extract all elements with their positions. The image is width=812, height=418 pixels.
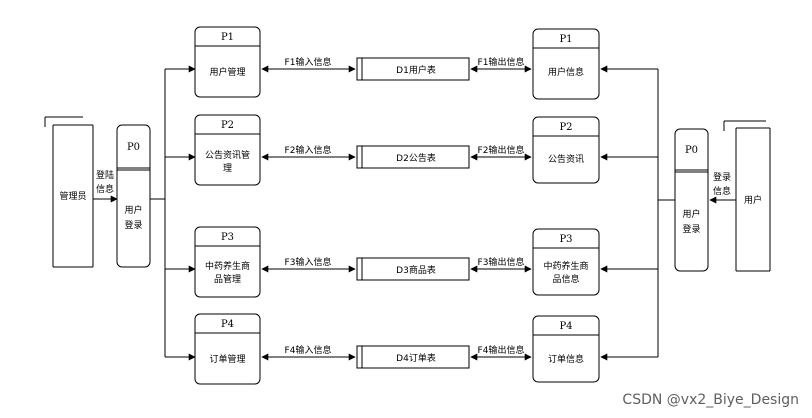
- left-process-p4-label: 订单管理: [209, 353, 245, 365]
- left-process-p3: P3 中药养生商 品管理: [194, 226, 261, 298]
- watermark: CSDN @vx2_Biye_Design: [622, 392, 799, 408]
- right-process-p3: P3 中药养生商 品信息: [532, 228, 600, 296]
- right-process-p3-id: P3: [559, 234, 572, 245]
- left-process-p4: P4 订单管理: [194, 313, 261, 385]
- input-flow-1-label: F1输入信息: [285, 56, 332, 68]
- left-process-p2-label-line2: 理: [223, 163, 232, 174]
- admin-entity-label: 管理员: [59, 190, 86, 202]
- user-login-process: P0 用户 登录: [674, 128, 709, 272]
- admin-login-line1: 用户: [124, 204, 142, 216]
- input-flow-3-label: F3输入信息: [285, 256, 332, 268]
- admin-login-process: P0 用户 登录: [116, 124, 151, 268]
- output-flow-1: F1输出信息: [470, 56, 532, 73]
- left-process-p1-label: 用户管理: [209, 66, 245, 78]
- left-process-p1: P1 用户管理: [194, 26, 261, 98]
- admin-entity: 管理员: [44, 116, 94, 268]
- user-entity-label: 用户: [744, 194, 762, 206]
- admin-login-line2: 登录: [124, 220, 142, 231]
- left-process-p3-label-line2: 品管理: [214, 273, 241, 285]
- output-flow-4: F4输出信息: [470, 344, 532, 361]
- data-store-d4: D4订单表: [356, 345, 470, 369]
- left-process-p3-id: P3: [221, 232, 234, 243]
- data-store-d4-label: D4订单表: [396, 352, 436, 364]
- input-flow-3: F3输入信息: [261, 256, 356, 273]
- input-flow-4-label: F4输入信息: [285, 344, 332, 356]
- right-process-p4-label: 订单信息: [548, 353, 584, 365]
- left-process-p2-id: P2: [221, 120, 234, 131]
- right-process-p1-id: P1: [559, 34, 572, 45]
- right-process-p3-label-line2: 品信息: [552, 273, 579, 285]
- input-flow-1: F1输入信息: [261, 56, 356, 73]
- data-store-d3-label: D3商品表: [396, 264, 436, 276]
- left-process-p4-id: P4: [221, 319, 234, 330]
- left-process-p3-label-line1: 中药养生商: [205, 260, 250, 272]
- right-process-p4-id: P4: [559, 321, 572, 332]
- output-flow-1-label: F1输出信息: [478, 56, 525, 68]
- data-store-d1: D1用户表: [356, 57, 470, 81]
- left-process-p2: P2 公告资讯管 理: [194, 114, 261, 186]
- left-process-p2-label-line1: 公告资讯管: [205, 149, 250, 161]
- user-entity: 用户: [723, 120, 771, 272]
- right-process-p1: P1 用户信息: [532, 28, 600, 100]
- user-login-line2: 登录: [682, 224, 700, 235]
- right-process-p1-label: 用户信息: [548, 66, 584, 78]
- user-login-id: P0: [685, 145, 698, 156]
- right-process-p2-id: P2: [559, 122, 572, 133]
- input-flow-2: F2输入信息: [261, 144, 356, 161]
- right-process-p3-label-line1: 中药养生商: [543, 260, 588, 272]
- user-login-flow-line2: 信息: [713, 185, 731, 197]
- input-flow-4: F4输入信息: [261, 344, 356, 361]
- output-flow-2: F2输出信息: [470, 144, 532, 161]
- data-store-d3: D3商品表: [356, 257, 470, 281]
- output-flow-3-label: F3输出信息: [478, 256, 525, 268]
- data-store-d2: D2公告表: [356, 145, 470, 169]
- output-flow-2-label: F2输出信息: [478, 144, 525, 156]
- user-login-line1: 用户: [682, 208, 700, 220]
- data-store-d2-label: D2公告表: [396, 152, 436, 164]
- input-flow-2-label: F2输入信息: [285, 144, 332, 156]
- right-process-p2: P2 公告资讯: [532, 116, 600, 184]
- output-flow-4-label: F4输出信息: [478, 344, 525, 356]
- right-process-p2-label: 公告资讯: [548, 153, 584, 165]
- right-branch-lines: [600, 65, 675, 361]
- user-login-flow-line1: 登录: [713, 172, 731, 183]
- data-store-d1-label: D1用户表: [396, 64, 436, 76]
- admin-login-flow-line2: 信息: [96, 183, 114, 195]
- admin-login-id: P0: [127, 142, 140, 153]
- left-process-p1-id: P1: [221, 32, 234, 43]
- left-branch-lines: [150, 65, 196, 361]
- output-flow-3: F3输出信息: [470, 256, 532, 273]
- right-process-p4: P4 订单信息: [532, 315, 600, 383]
- admin-login-flow-line1: 登陆: [96, 169, 114, 181]
